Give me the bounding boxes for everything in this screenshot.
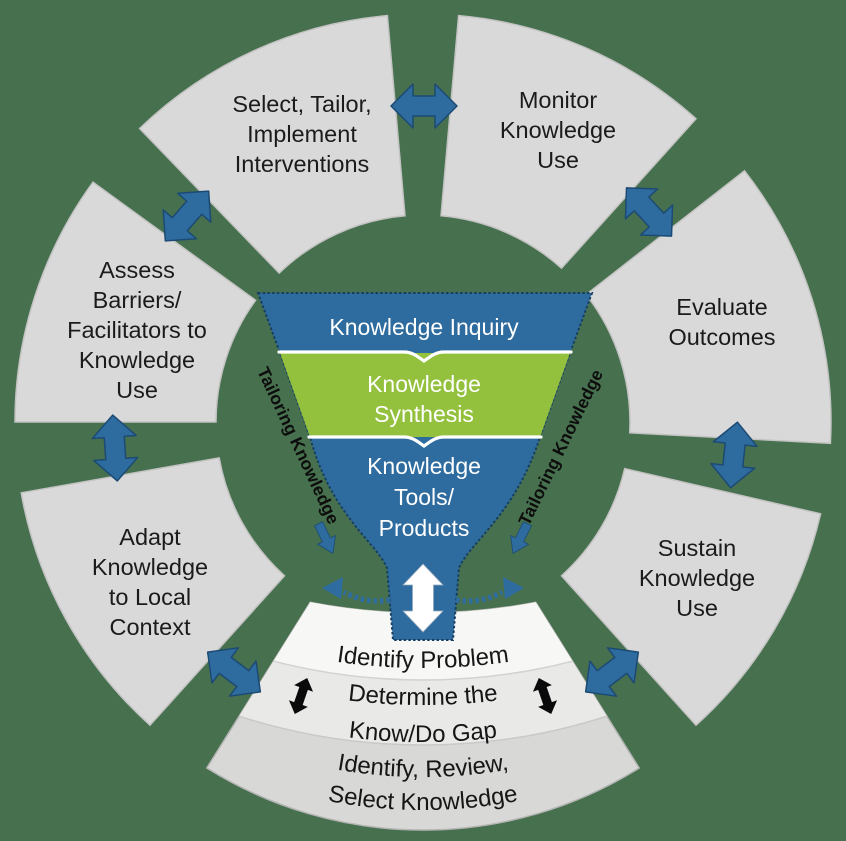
segment-select-tailor-implement-interventions: Select, Tailor, Implement Interventions [138,14,406,275]
segment-label-line: Monitor [519,87,598,113]
funnel-separator-top [277,350,573,363]
funnel-synthesis-band [280,353,570,437]
segment-label-line: Knowledge [92,554,208,580]
segment-label-line: Knowledge [79,347,195,373]
segment-label-line: Use [676,595,718,621]
segment-label-line: Knowledge [639,565,755,591]
band-identify-problem-shape [206,602,640,681]
segment-shape [14,181,257,423]
funnel-separator-bottom [307,435,543,448]
segment-label-line: Knowledge [500,117,616,143]
segment-adapt-knowledge-to-local-context: Adapt Knowledge to Local Context [20,457,286,727]
segment-label-line: Use [116,377,158,403]
dashed-arrow-head [503,577,524,599]
segment-evaluate-outcomes: Evaluate Outcomes [585,169,832,445]
segment-monitor-knowledge-use: Monitor Knowledge Use [440,14,698,270]
segment-shape [440,14,698,270]
segment-label-line: Select, Tailor, [232,91,371,117]
band-label-determine-line1: Determine the [347,679,499,711]
segment-label-line: Barriers/ [93,287,182,313]
funnel-label-synthesis-line1: Knowledge [367,371,481,397]
band-label-determine-line2: Know/Do Gap [348,717,499,748]
segment-label-line: Use [537,147,579,173]
segment-label-line: Sustain [658,535,736,561]
funnel-label-tools-line2: Tools/ [394,484,455,510]
segment-label-line: Outcomes [668,324,775,350]
segment-assess-barriers-facilitators: Assess Barriers/ Facilitators to Knowled… [14,181,257,423]
segment-shape [20,457,286,727]
segment-label-line: Interventions [235,151,370,177]
funnel-label-tools-line1: Knowledge [367,453,481,479]
segment-label-line: Adapt [119,524,181,550]
segment-shape [585,169,832,445]
segment-label-line: Implement [247,121,357,147]
dashed-flow-arrow-right [455,577,524,604]
funnel-label-inquiry: Knowledge Inquiry [329,314,519,340]
funnel-action-exchange-arrow [402,563,444,633]
segment-shape [138,14,406,275]
segment-label-line: Facilitators to [67,317,207,343]
funnel-label-tools-line3: Products [379,515,470,541]
segment-label-line: Assess [99,257,175,283]
segment-sustain-knowledge-use: Sustain Knowledge Use [560,467,822,727]
knowledge-funnel: Knowledge Inquiry Knowledge Synthesis Kn… [256,292,594,641]
segment-shape [560,467,822,727]
dashed-arrow-head [322,577,343,599]
segment-label-line: to Local [109,584,191,610]
funnel-label-synthesis-line2: Synthesis [374,401,474,427]
segment-label-line: Context [110,614,191,640]
dashed-flow-arrow-left [322,577,391,604]
segment-label-line: Evaluate [676,294,767,320]
band-know-do-gap-shape [206,602,640,746]
